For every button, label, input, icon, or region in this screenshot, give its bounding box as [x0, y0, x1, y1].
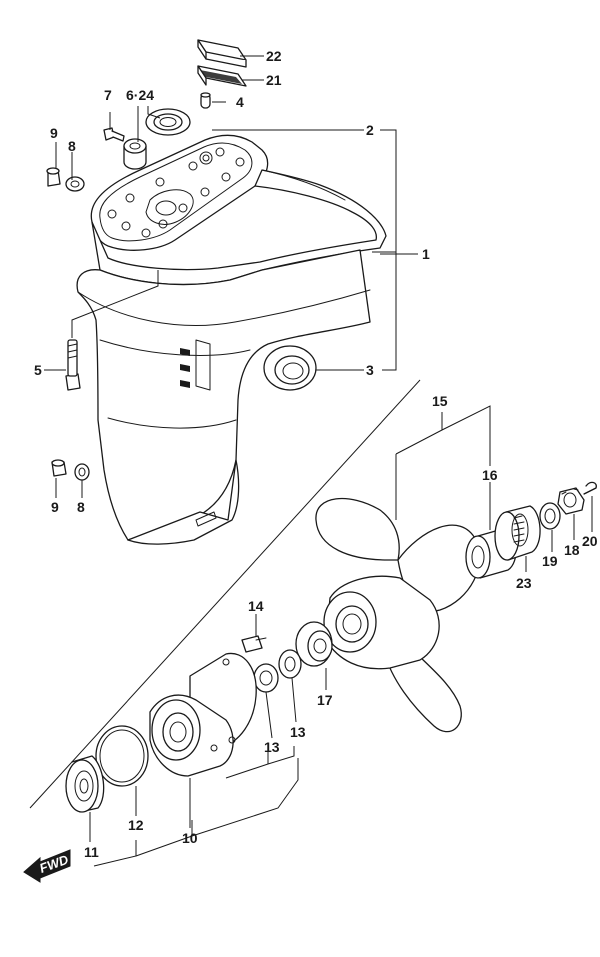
guide-line-lower	[29, 379, 421, 809]
callout-8-bottom: 8	[77, 499, 85, 515]
callout-13-a: 13	[264, 739, 280, 755]
part-22-anode[interactable]	[197, 39, 247, 68]
part-21-anode[interactable]	[197, 65, 247, 87]
part-8-gasket-bottom[interactable]	[74, 463, 90, 481]
water-intake-slots	[180, 339, 211, 391]
part-9-plug-top[interactable]	[46, 167, 61, 187]
part-6-seal[interactable]	[123, 138, 147, 170]
part-15-propeller[interactable]	[315, 497, 481, 733]
callout-12: 12	[128, 817, 144, 833]
part-20-cotter-pin[interactable]	[583, 481, 597, 495]
callout-8-top: 8	[68, 138, 76, 154]
part-4-dowel-pin[interactable]	[200, 92, 211, 109]
callout-7: 7	[104, 87, 112, 103]
part-10-bearing-housing[interactable]	[149, 652, 257, 777]
callout-9-bottom: 9	[51, 499, 59, 515]
fwd-arrow: FWD	[23, 849, 71, 883]
callout-4: 4	[236, 94, 244, 110]
callout-23: 23	[516, 575, 532, 591]
part-3-bearing[interactable]	[263, 345, 317, 391]
part-11-ball-bearing[interactable]	[65, 755, 105, 813]
part-8-gasket-top[interactable]	[65, 176, 85, 192]
part-17-thrust-washer[interactable]	[295, 621, 333, 667]
leader-lines	[44, 55, 593, 867]
part-7-bolt[interactable]	[103, 127, 125, 142]
callout-19: 19	[542, 553, 558, 569]
part-14-bolt[interactable]	[241, 635, 267, 653]
callout-17: 17	[317, 692, 333, 708]
part-13-seal-b[interactable]	[278, 649, 302, 679]
callout-1: 1	[422, 246, 430, 262]
callout-13-b: 13	[290, 724, 306, 740]
callout-2: 2	[366, 122, 374, 138]
callout-14: 14	[248, 598, 264, 614]
part-9-plug-bottom[interactable]	[51, 459, 67, 477]
callout-6-24: 6·24	[126, 87, 154, 103]
callout-18: 18	[564, 542, 580, 558]
part-1-gear-case[interactable]	[76, 134, 387, 545]
part-23-spline-bush[interactable]	[494, 505, 541, 561]
part-6-24-bearing[interactable]	[145, 108, 191, 136]
callout-21: 21	[266, 72, 282, 88]
callout-22: 22	[266, 48, 282, 64]
callout-15: 15	[432, 393, 448, 409]
callout-5: 5	[34, 362, 42, 378]
callout-3: 3	[366, 362, 374, 378]
callout-10: 10	[182, 830, 198, 846]
part-5-bolt[interactable]	[65, 339, 81, 391]
callout-labels: 22 21 7 6·24 4 2 9 8 1 5 3 15 16 9 8 20 …	[34, 48, 598, 860]
callout-20: 20	[582, 533, 598, 549]
part-19-washer[interactable]	[539, 502, 561, 530]
part-12-o-ring[interactable]	[95, 725, 149, 787]
part-18-castle-nut[interactable]	[557, 487, 585, 515]
part-13-seal-a[interactable]	[253, 663, 279, 693]
callout-16: 16	[482, 467, 498, 483]
callout-11: 11	[84, 844, 99, 860]
callout-9-top: 9	[50, 125, 58, 141]
